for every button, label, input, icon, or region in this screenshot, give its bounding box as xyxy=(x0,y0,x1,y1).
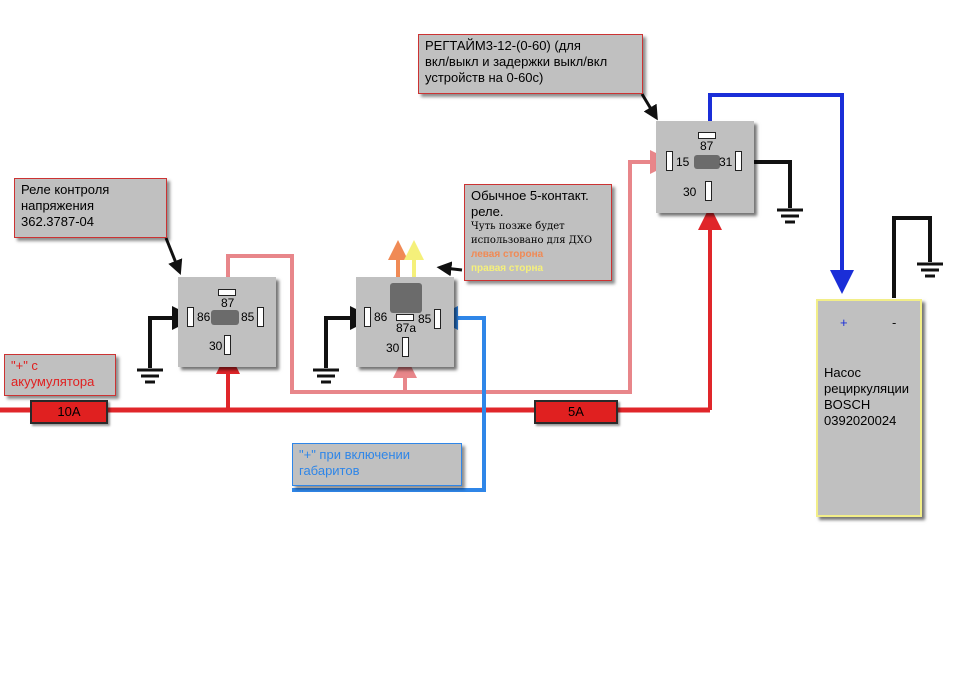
timer-note-line-1: РЕГТАЙМ3-12-(0-60) (для xyxy=(425,38,581,53)
five-pin-relay: 86 87a 85 30 xyxy=(356,277,454,367)
voltage-control-relay: 87 86 85 30 xyxy=(178,277,276,367)
pin-30-contact xyxy=(705,181,712,201)
left-side-label: левая сторона xyxy=(471,249,544,260)
relay5-note-line-2: реле. xyxy=(471,204,504,219)
pin-30-label: 30 xyxy=(683,185,697,199)
voltage-relay-note-line-1: Реле контроля xyxy=(21,182,110,197)
pin-87-contact xyxy=(218,289,236,296)
ground-relay1 xyxy=(137,306,196,384)
timer-note: РЕГТАЙМ3-12-(0-60) (для вкл/выкл и задер… xyxy=(418,34,643,94)
callout-arrow-timer xyxy=(640,93,658,121)
pin-30-contact xyxy=(402,337,409,357)
fuse-5a: 5A xyxy=(534,400,618,424)
pump-minus-terminal: - xyxy=(892,315,897,330)
pump-line-2: рециркуляции xyxy=(824,381,910,396)
pin-86-label: 86 xyxy=(374,310,388,324)
timer-relay: 87 15 31 30 xyxy=(656,121,754,213)
battery-note: "+" с акуумулятора xyxy=(4,354,116,396)
pin-87-label: 87 xyxy=(221,296,235,310)
ground-timer xyxy=(730,150,803,224)
pump-line-4: 0392020024 xyxy=(824,413,897,428)
pin-85-contact xyxy=(434,309,441,329)
lights-note: "+" при включении габаритов xyxy=(292,443,462,486)
pump-line-1: Насос xyxy=(824,365,861,380)
pin-87-label: 87 xyxy=(700,139,714,153)
lights-wire-blue xyxy=(292,306,486,492)
timer-note-line-3: устройств на 0-60с) xyxy=(425,70,544,85)
pump-line-3: BOSCH xyxy=(824,397,871,412)
pin-87a-label: 87a xyxy=(396,321,417,335)
right-side-label: правая сторна xyxy=(471,263,544,274)
pin-86-contact xyxy=(364,307,371,327)
callout-arrow-relay5 xyxy=(436,261,463,277)
relay5-note-line-1: Обычное 5-контакт. xyxy=(471,188,589,203)
pin-15-contact xyxy=(666,151,673,171)
relay-core xyxy=(694,155,720,169)
pin-85-label: 85 xyxy=(418,312,432,326)
pin-85-contact xyxy=(257,307,264,327)
pin-31-label: 31 xyxy=(719,155,733,169)
pin-30-label: 30 xyxy=(386,341,400,355)
fuse-10a: 10A xyxy=(30,400,108,424)
pump-plus-terminal: + xyxy=(840,315,848,330)
voltage-relay-note: Реле контроля напряжения 362.3787-04 xyxy=(14,178,167,238)
ground-relay2 xyxy=(313,306,374,384)
relay-core xyxy=(211,310,239,325)
timer-note-line-2: вкл/выкл и задержки выкл/вкл xyxy=(425,54,608,69)
relay5-note-line-3: Чуть позже будет xyxy=(471,221,565,232)
pin-15-label: 15 xyxy=(676,155,690,169)
lights-note-line-2: габаритов xyxy=(299,463,360,478)
battery-note-line-2: акуумулятора xyxy=(11,374,95,389)
pin-86-contact xyxy=(187,307,194,327)
ground-pump xyxy=(892,216,943,298)
recirculation-pump: + - Насос рециркуляции BOSCH 0392020024 xyxy=(816,299,922,517)
lights-note-line-1: "+" при включении xyxy=(299,447,411,462)
output-wire-blue xyxy=(708,93,854,294)
pin-30-label: 30 xyxy=(209,339,223,353)
pin-87a-contact xyxy=(396,314,414,321)
relay5-note-line-4: использовано для ДХО xyxy=(471,235,593,246)
callout-arrow-voltage-relay xyxy=(164,237,183,275)
relay-core xyxy=(390,283,422,313)
voltage-relay-note-line-2: напряжения xyxy=(21,198,94,213)
battery-note-line-1: "+" с xyxy=(11,358,38,373)
pin-87-contact xyxy=(698,132,716,139)
pump-label: Насос рециркуляции BOSCH 0392020024 xyxy=(824,365,909,429)
pin-30-contact xyxy=(224,335,231,355)
pin-86-label: 86 xyxy=(197,310,211,324)
voltage-relay-note-line-3: 362.3787-04 xyxy=(21,214,95,229)
relay5-note: Обычное 5-контакт. реле. Чуть позже буде… xyxy=(464,184,612,281)
pin-31-contact xyxy=(735,151,742,171)
pin-85-label: 85 xyxy=(241,310,255,324)
signal-wire-pink xyxy=(226,150,674,394)
